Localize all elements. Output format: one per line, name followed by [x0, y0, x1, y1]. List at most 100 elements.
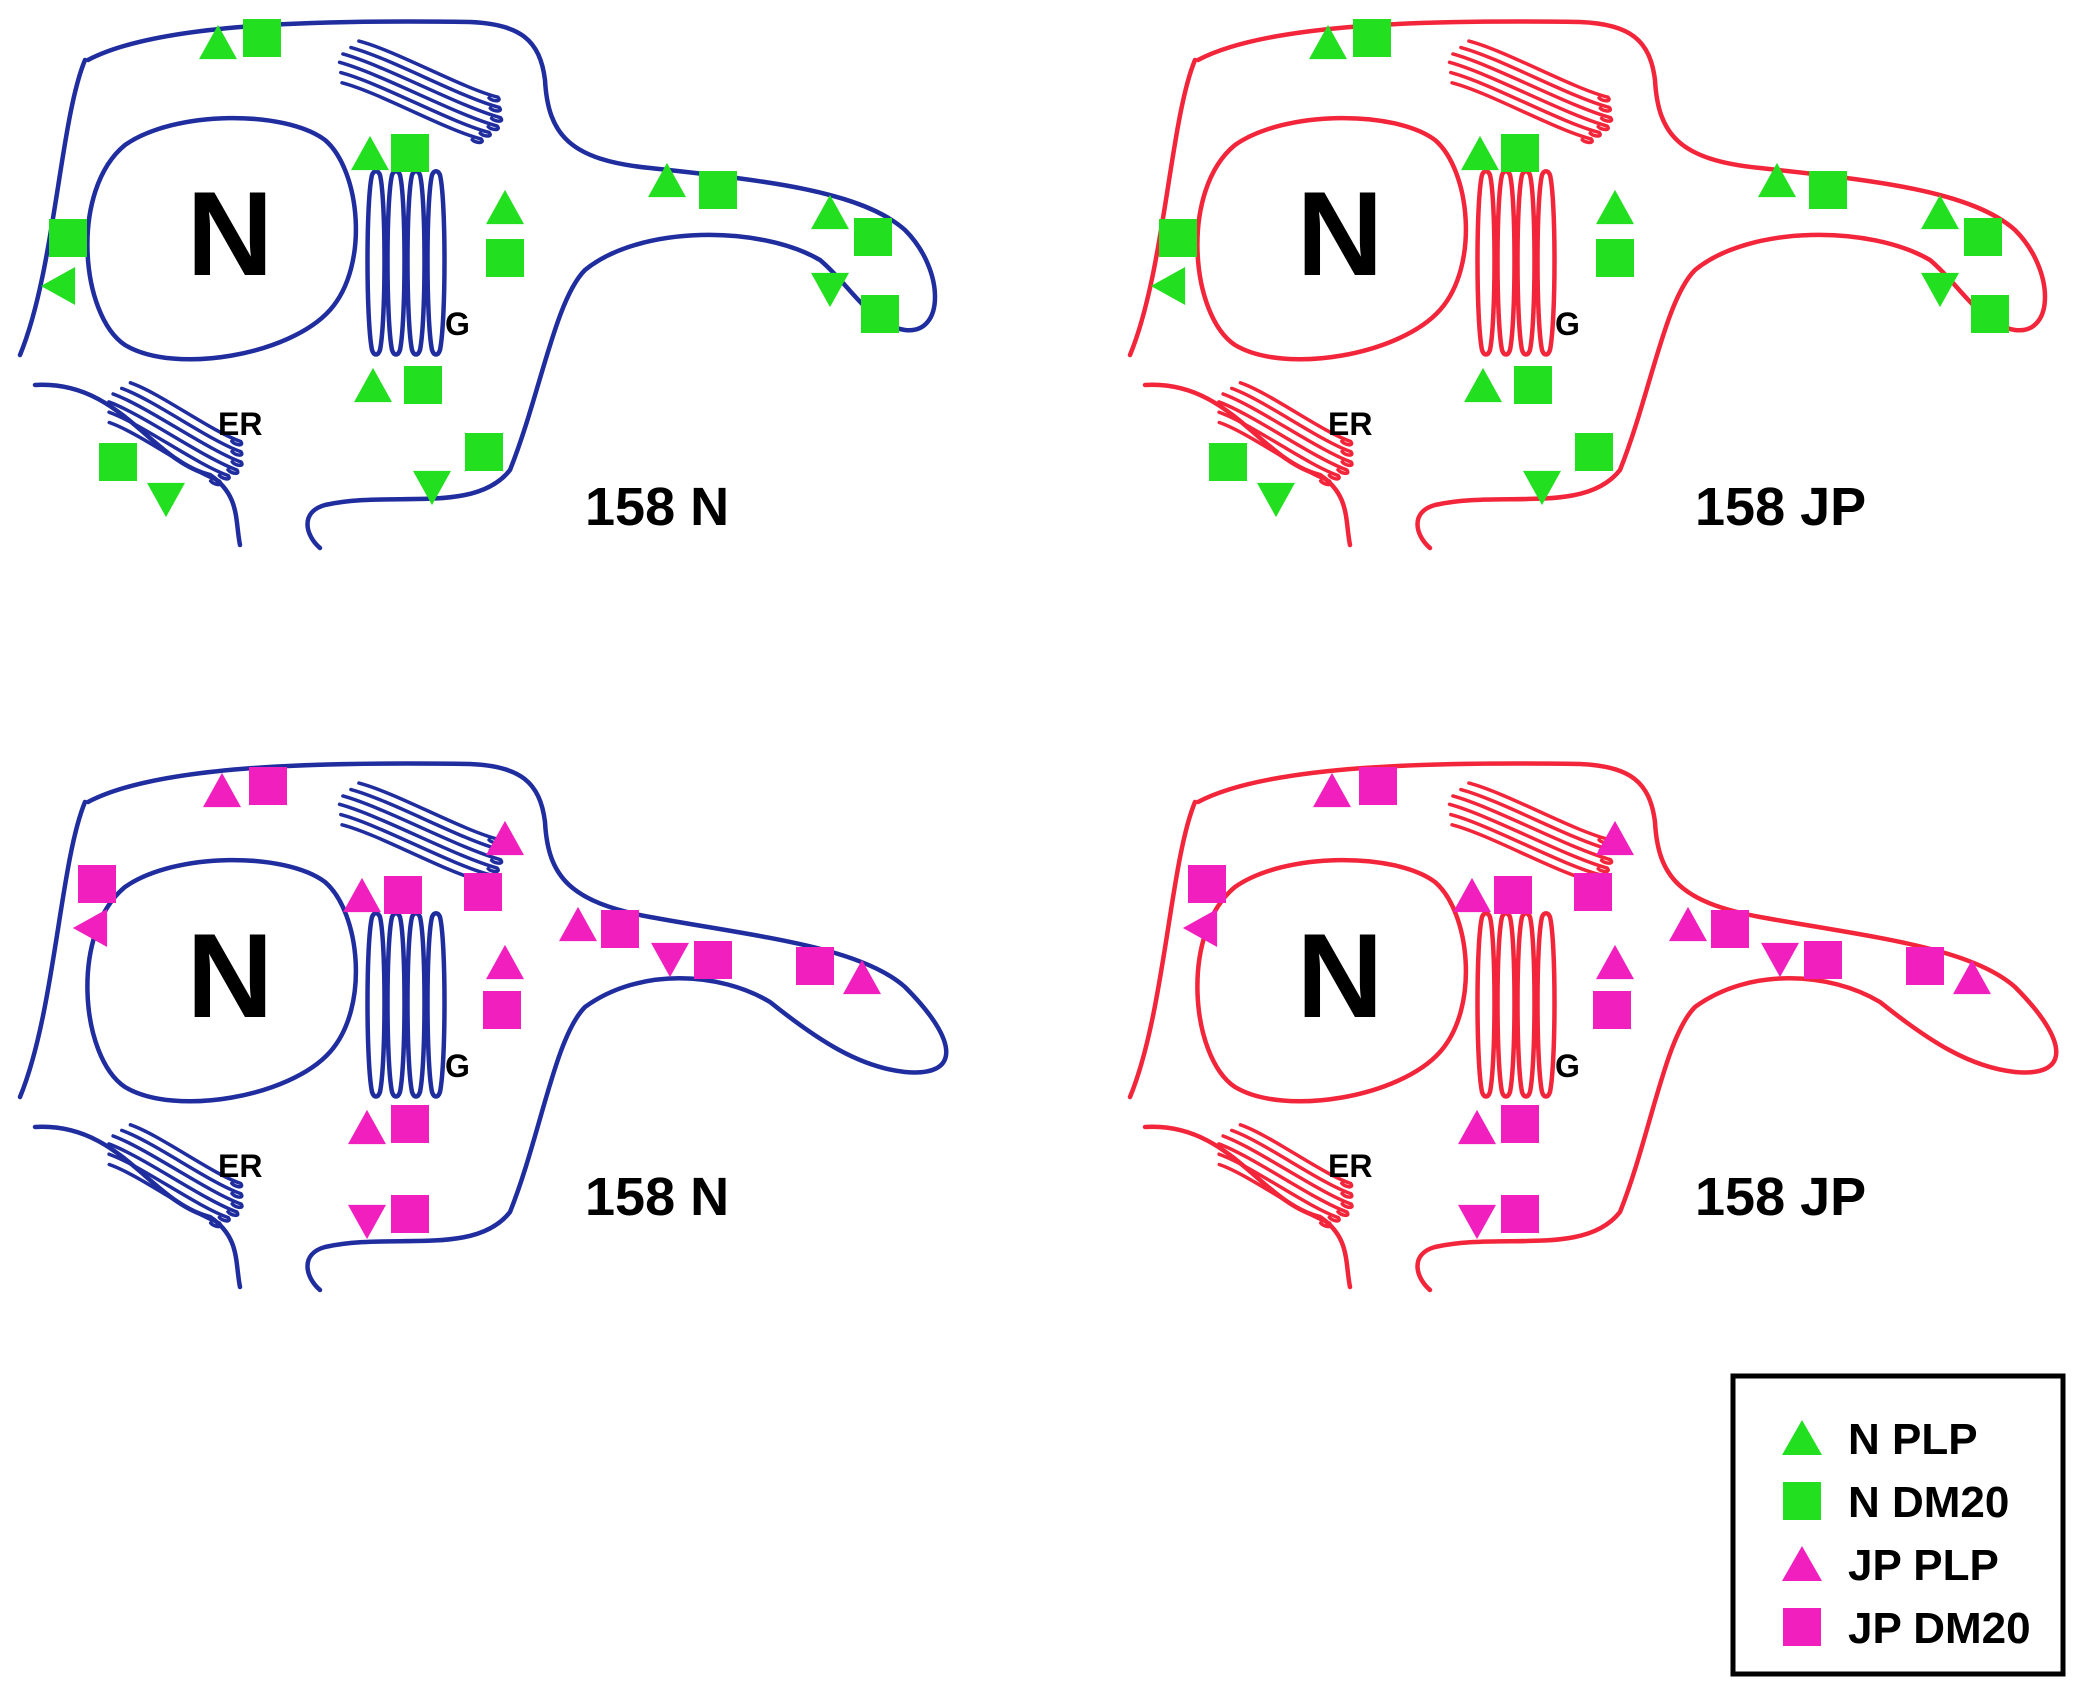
endoplasmic-reticulum	[107, 381, 244, 487]
cell-membrane-segment	[17, 57, 88, 358]
marker-square	[465, 433, 503, 471]
marker-square	[49, 219, 87, 257]
marker-triangle	[1523, 470, 1561, 506]
nucleus-label: N	[1297, 167, 1384, 301]
golgi	[1475, 169, 1557, 357]
golgi-stack	[337, 39, 504, 145]
marker-square	[391, 1195, 429, 1233]
legend-square-icon	[1783, 1608, 1821, 1646]
marker-square	[243, 19, 281, 57]
marker-square	[78, 865, 116, 903]
marker-triangle	[413, 470, 451, 506]
cell-membrane	[85, 19, 938, 551]
marker-square	[1971, 295, 2009, 333]
nucleus	[85, 115, 359, 362]
marker-triangle	[1758, 162, 1796, 198]
marker-square	[1494, 876, 1532, 914]
golgi-stack	[1447, 39, 1614, 145]
golgi-label: G	[1555, 1048, 1580, 1084]
er-label: ER	[1328, 1148, 1372, 1184]
marker-square	[384, 876, 422, 914]
marker-square	[1596, 239, 1634, 277]
cell-membrane-segment	[17, 799, 88, 1100]
legend-item: JP DM20	[1783, 1604, 2031, 1653]
legend-triangle-icon	[1782, 1420, 1822, 1455]
cell-membrane-segment	[32, 382, 243, 548]
marker-triangle	[1313, 772, 1351, 808]
marker-triangle	[1150, 267, 1186, 305]
marker-triangle	[343, 877, 381, 913]
marker-square	[1804, 941, 1842, 979]
golgi	[1475, 911, 1557, 1099]
golgi-label: G	[1555, 306, 1580, 342]
marker-square	[1574, 873, 1612, 911]
marker-triangle	[1309, 24, 1347, 60]
legend: N PLP N DM20 JP PLP JP DM20	[1730, 1373, 2066, 1677]
marker-square	[391, 134, 429, 172]
legend-label: N PLP	[1848, 1415, 1978, 1464]
marker-triangle	[1596, 944, 1634, 980]
legend-label: N DM20	[1848, 1478, 2009, 1527]
panel-label: 158 N	[585, 1167, 729, 1227]
endoplasmic-reticulum	[107, 1123, 244, 1229]
marker-triangle	[1453, 877, 1491, 913]
golgi	[365, 169, 447, 357]
panel-label: 158 JP	[1695, 477, 1866, 537]
marker-triangle	[1461, 135, 1499, 171]
marker-triangle	[843, 959, 881, 995]
golgi-label: G	[445, 1048, 470, 1084]
marker-square	[1575, 433, 1613, 471]
marker-square	[694, 941, 732, 979]
cell-membrane-segment	[1142, 382, 1353, 548]
legend-triangle-icon	[1782, 1546, 1822, 1581]
marker-square	[99, 443, 137, 481]
marker-triangle	[40, 267, 76, 305]
marker-square	[1501, 1195, 1539, 1233]
cell-membrane	[1195, 761, 2059, 1293]
marker-square	[1353, 19, 1391, 57]
marker-square	[404, 366, 442, 404]
marker-triangle	[486, 189, 524, 225]
marker-square	[391, 1105, 429, 1143]
marker-square	[1188, 865, 1226, 903]
marker-square	[1501, 1105, 1539, 1143]
marker-triangle	[351, 135, 389, 171]
marker-triangle	[1596, 820, 1634, 856]
endoplasmic-reticulum	[1217, 1123, 1354, 1229]
marker-triangle	[651, 942, 689, 978]
legend-square-icon	[1783, 1482, 1821, 1520]
marker-square	[1209, 443, 1247, 481]
marker-triangle	[811, 194, 849, 230]
marker-triangle	[559, 906, 597, 942]
marker-square	[1711, 910, 1749, 948]
marker-square	[1159, 219, 1197, 257]
marker-triangle	[1464, 367, 1502, 403]
nucleus-label: N	[187, 167, 274, 301]
marker-square	[1906, 947, 1944, 985]
cell-membrane-segment	[1127, 799, 1198, 1100]
legend-item: JP PLP	[1782, 1541, 1999, 1590]
legend-label: JP PLP	[1848, 1541, 1999, 1590]
marker-triangle	[72, 909, 108, 947]
marker-square	[1501, 134, 1539, 172]
marker-square	[699, 171, 737, 209]
marker-triangle	[348, 1204, 386, 1240]
marker-triangle	[648, 162, 686, 198]
marker-square	[601, 910, 639, 948]
marker-triangle	[1596, 189, 1634, 225]
marker-triangle	[811, 272, 849, 308]
marker-triangle	[1458, 1204, 1496, 1240]
nucleus	[1195, 857, 1469, 1104]
marker-triangle	[147, 482, 185, 518]
endoplasmic-reticulum	[1217, 381, 1354, 487]
nucleus	[1195, 115, 1469, 362]
marker-triangle	[1921, 272, 1959, 308]
panel-label: 158 JP	[1695, 1167, 1866, 1227]
marker-triangle	[1458, 1109, 1496, 1145]
